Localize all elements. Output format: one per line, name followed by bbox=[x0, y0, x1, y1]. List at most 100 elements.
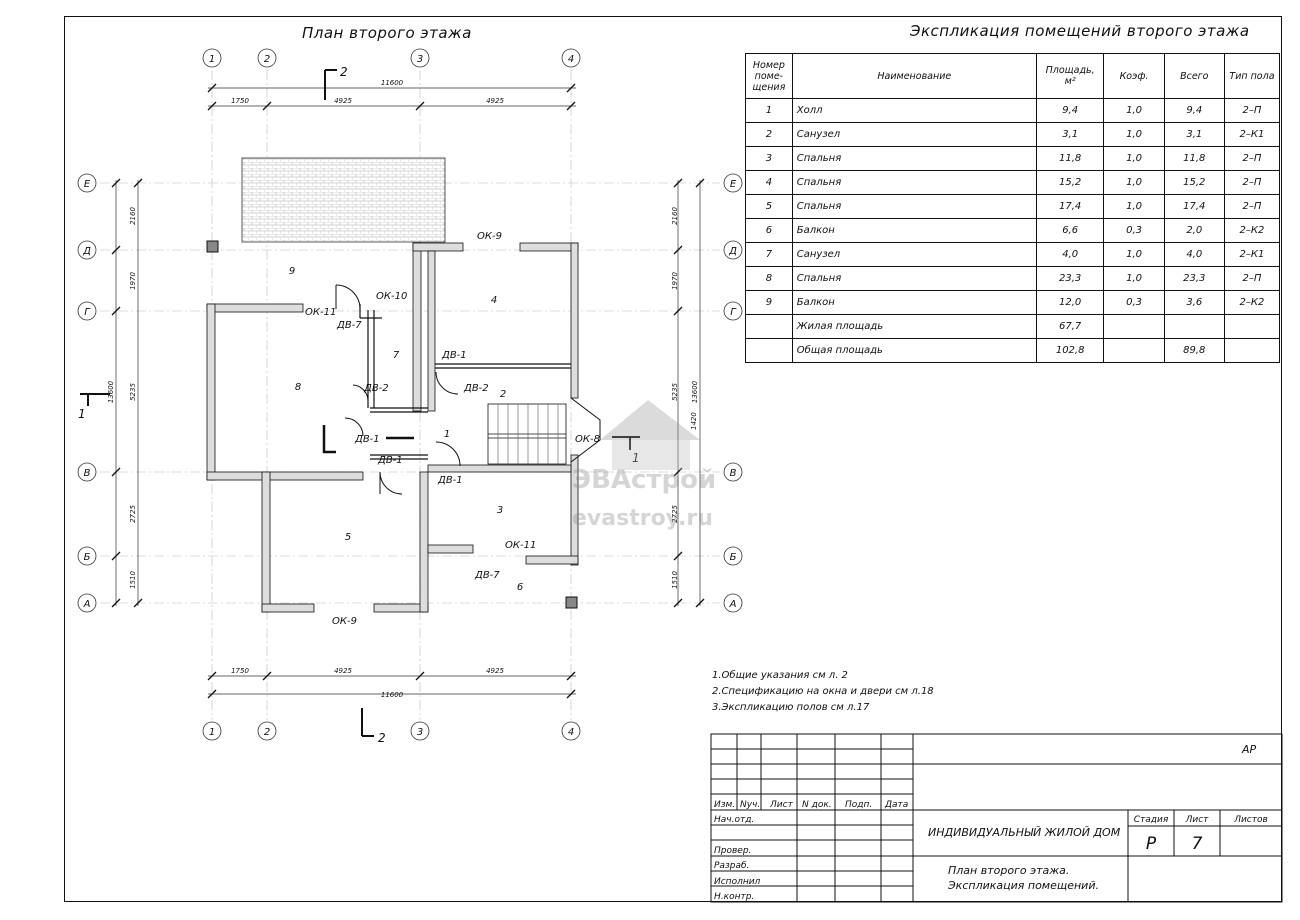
cell: 23,3 bbox=[1035, 266, 1105, 291]
stamp-sheet-header: Лист bbox=[1185, 815, 1210, 825]
cell: 3,6 bbox=[1163, 290, 1225, 315]
cell: 9,4 bbox=[1035, 98, 1105, 123]
cell bbox=[1163, 314, 1225, 339]
label-dv1-a: ДВ-1 bbox=[441, 350, 467, 361]
label-dv1-b: ДВ-1 bbox=[354, 434, 380, 445]
dim-right-1: 2160 bbox=[671, 207, 679, 225]
cell bbox=[1223, 314, 1281, 339]
cell: 3,1 bbox=[1035, 122, 1105, 147]
total-value: 102,8 bbox=[1035, 338, 1105, 363]
dim-top-1: 1750 bbox=[231, 97, 249, 105]
title-block: Изм. Nуч. Лист N док. Подп. Дата Нач.отд… bbox=[710, 733, 1283, 903]
room-3: 3 bbox=[497, 505, 503, 516]
axis-bottom-2: 2 bbox=[264, 727, 270, 738]
axis-bottom-3: 3 bbox=[417, 727, 423, 738]
dim-right-5: 1510 bbox=[671, 571, 679, 589]
stamp-role-3: Разраб. bbox=[714, 861, 749, 871]
stamp-stage-header: Стадия bbox=[1134, 815, 1169, 825]
cell: 1,0 bbox=[1103, 242, 1165, 267]
note-3: 3.Экспликацию полов см л.17 bbox=[712, 702, 870, 713]
label-ok10: ОК-10 bbox=[376, 291, 407, 302]
dim-bottom-total: 11600 bbox=[381, 691, 404, 699]
stamp-col-nuch: Nуч. bbox=[740, 800, 760, 810]
floor-plan: 1 2 3 4 1 2 3 4 Е Д Г В Б А Е Д Г В Б А bbox=[77, 48, 743, 745]
label-ok9-bottom: ОК-9 bbox=[332, 616, 357, 627]
axis-left-B: Б bbox=[84, 552, 91, 563]
dim-bottom-3: 4925 bbox=[486, 667, 504, 675]
label-1420: 1420 bbox=[690, 412, 698, 430]
dim-left-4: 2725 bbox=[129, 505, 137, 523]
cell: 1 bbox=[745, 98, 793, 123]
axis-bottom-1: 1 bbox=[209, 727, 215, 738]
dim-right-total: 13600 bbox=[691, 380, 699, 403]
axis-right-A: А bbox=[729, 599, 737, 610]
note-1: 1.Общие указания см л. 2 bbox=[712, 670, 848, 681]
dim-right-3: 5235 bbox=[671, 383, 679, 401]
stamp-col-izm: Изм. bbox=[714, 800, 735, 810]
room-9: 9 bbox=[289, 266, 295, 277]
col-coef: Коэф. bbox=[1103, 53, 1165, 99]
axis-right-B: Б bbox=[730, 552, 737, 563]
stamp-stage: Р bbox=[1146, 834, 1157, 854]
room-5: 5 bbox=[345, 532, 351, 543]
label-dv7-bottom: ДВ-7 bbox=[474, 570, 500, 581]
cell: 2–П bbox=[1223, 194, 1281, 219]
stamp-role-5: Н.контр. bbox=[714, 892, 754, 902]
label-dv7-top: ДВ-7 bbox=[336, 320, 362, 331]
cell: 8 bbox=[745, 266, 793, 291]
drawing-frame bbox=[64, 16, 1282, 902]
room-2: 2 bbox=[500, 389, 506, 400]
stamp-col-list: Лист bbox=[769, 800, 794, 810]
stamp-col-ndok: N док. bbox=[802, 800, 832, 810]
axis-right-D: Д bbox=[728, 246, 737, 257]
dim-top-3: 4925 bbox=[486, 97, 504, 105]
label-ok11-left: ОК-11 bbox=[305, 307, 336, 318]
axis-right-V: В bbox=[730, 468, 737, 479]
cell: Балкон bbox=[791, 218, 1037, 243]
dim-left-1: 2160 bbox=[129, 207, 137, 225]
axis-left-G: Г bbox=[84, 307, 91, 318]
axis-bottom-4: 4 bbox=[568, 727, 574, 738]
cell: 11,8 bbox=[1163, 146, 1225, 171]
explication-title: Экспликация помещений второго этажа bbox=[910, 22, 1250, 40]
axis-left-A: А bbox=[83, 599, 91, 610]
cell: 2 bbox=[745, 122, 793, 147]
cell: 1,0 bbox=[1103, 98, 1165, 123]
dim-left-2: 1970 bbox=[129, 272, 137, 290]
explication-table: Номер поме- щения Наименование Площадь, … bbox=[745, 53, 1281, 363]
cell: Спальня bbox=[791, 194, 1037, 219]
total-area-row: Общая площадь 102,8 89,8 bbox=[745, 338, 1281, 363]
axis-top-3: 3 bbox=[417, 54, 423, 65]
cell bbox=[1103, 338, 1165, 363]
dim-bottom-2: 4925 bbox=[334, 667, 352, 675]
cell: Балкон bbox=[791, 290, 1037, 315]
stamp-col-podp: Подп. bbox=[845, 800, 872, 810]
plan-title: План второго этажа bbox=[302, 24, 472, 42]
stamp-col-date: Дата bbox=[884, 800, 908, 810]
section-mark-top: 2 bbox=[340, 65, 348, 79]
label-ok9-top: ОК-9 bbox=[477, 231, 502, 242]
cell bbox=[1223, 338, 1281, 363]
dim-right-4: 2725 bbox=[671, 505, 679, 523]
cell: 23,3 bbox=[1163, 266, 1225, 291]
cell: 15,2 bbox=[1163, 170, 1225, 195]
room-1: 1 bbox=[444, 429, 450, 440]
axis-left-D: Д bbox=[82, 246, 91, 257]
cell: Спальня bbox=[791, 170, 1037, 195]
col-area: Площадь, м² bbox=[1035, 53, 1105, 99]
stamp-role-2: Провер. bbox=[714, 846, 751, 856]
dim-right-2: 1970 bbox=[671, 272, 679, 290]
col-total: Всего bbox=[1163, 53, 1225, 99]
cell: 1,0 bbox=[1103, 194, 1165, 219]
general-notes: 1.Общие указания см л. 2 2.Спецификацию … bbox=[712, 668, 934, 716]
cell bbox=[745, 338, 793, 363]
section-mark-bottom: 2 bbox=[378, 731, 386, 745]
cell: 1,0 bbox=[1103, 266, 1165, 291]
living-value: 67,7 bbox=[1035, 314, 1105, 339]
stamp-desc-2: Экспликация помещений. bbox=[947, 879, 1099, 892]
cell: 2–К2 bbox=[1223, 290, 1281, 315]
